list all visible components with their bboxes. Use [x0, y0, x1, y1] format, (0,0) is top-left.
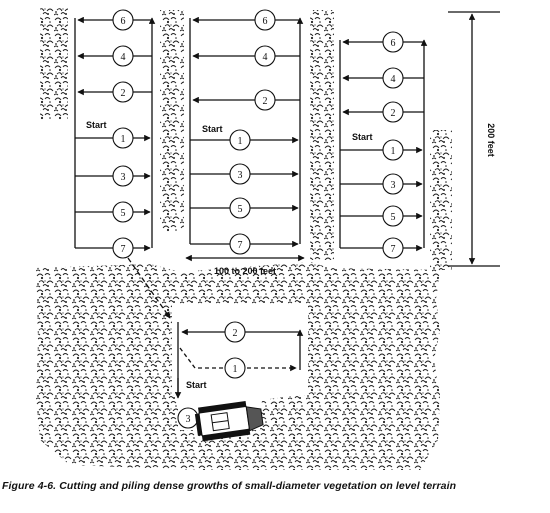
start-label-pocket: Start — [186, 380, 207, 390]
pile-pocket-3: 3 — [177, 407, 199, 429]
svg-text:4: 4 — [121, 52, 126, 63]
svg-text:1: 1 — [233, 364, 238, 375]
vegetation-left-strip — [40, 8, 68, 120]
svg-text:3: 3 — [186, 414, 191, 425]
start-label-strip-2: Start — [202, 124, 223, 134]
pile-pocket-2: 2 — [224, 321, 246, 343]
svg-text:2: 2 — [121, 88, 126, 99]
strip-3-paths — [339, 38, 428, 252]
pile-s2-7: 7 — [229, 233, 251, 255]
svg-text:3: 3 — [121, 172, 126, 183]
length-label: 200 feet — [486, 123, 496, 157]
pile-s1-2: 2 — [112, 81, 134, 103]
svg-text:7: 7 — [238, 240, 243, 251]
svg-text:4: 4 — [391, 74, 396, 85]
pile-s2-5: 5 — [229, 197, 251, 219]
length-dimension: 200 feet — [448, 11, 500, 267]
pile-s3-7: 7 — [382, 237, 404, 259]
vegetation-divider-1 — [160, 10, 184, 232]
pile-s3-5: 5 — [382, 205, 404, 227]
svg-text:5: 5 — [238, 204, 243, 215]
svg-text:5: 5 — [121, 208, 126, 219]
vegetation-right-edge — [430, 130, 452, 270]
svg-text:1: 1 — [391, 146, 396, 157]
width-label: 100 to 200 feet — [214, 266, 276, 276]
start-label-strip-1: Start — [86, 120, 107, 130]
svg-text:6: 6 — [391, 38, 396, 49]
crawler-tractor-icon — [194, 400, 264, 442]
svg-text:2: 2 — [233, 328, 238, 339]
pile-s1-1: 1 — [112, 127, 134, 149]
svg-text:4: 4 — [263, 52, 268, 63]
start-label-strip-3: Start — [352, 132, 373, 142]
svg-text:3: 3 — [391, 180, 396, 191]
pile-s3-2: 2 — [382, 101, 404, 123]
pile-s2-2: 2 — [254, 89, 276, 111]
pile-s3-1: 1 — [382, 139, 404, 161]
pile-pocket-1: 1 — [224, 357, 246, 379]
svg-text:1: 1 — [121, 134, 126, 145]
width-dimension: 100 to 200 feet — [185, 254, 305, 276]
pile-s2-1: 1 — [229, 129, 251, 151]
svg-text:2: 2 — [391, 108, 396, 119]
vegetation-clearing-diagram: 6 4 2 1 3 5 7 6 4 2 1 3 5 7 6 4 2 1 3 5 … — [36, 8, 500, 470]
pile-circles: 6 4 2 1 3 5 7 6 4 2 1 3 5 7 6 4 2 1 3 5 … — [112, 9, 404, 429]
svg-text:7: 7 — [121, 244, 126, 255]
vegetation-divider-2 — [310, 10, 334, 260]
svg-text:6: 6 — [121, 16, 126, 27]
svg-text:7: 7 — [391, 244, 396, 255]
pile-s2-4: 4 — [254, 45, 276, 67]
figure-caption: Figure 4-6. Cutting and piling dense gro… — [2, 480, 457, 492]
svg-text:5: 5 — [391, 212, 396, 223]
svg-text:2: 2 — [263, 96, 268, 107]
pile-s3-3: 3 — [382, 173, 404, 195]
pile-s1-5: 5 — [112, 201, 134, 223]
pile-s3-6: 6 — [382, 31, 404, 53]
pile-s1-6: 6 — [112, 9, 134, 31]
pile-s2-3: 3 — [229, 163, 251, 185]
pile-s1-3: 3 — [112, 165, 134, 187]
svg-text:6: 6 — [263, 16, 268, 27]
strip-2-paths — [189, 16, 304, 248]
svg-text:3: 3 — [238, 170, 243, 181]
svg-text:1: 1 — [238, 136, 243, 147]
travel-route — [127, 257, 171, 319]
pile-s2-6: 6 — [254, 9, 276, 31]
pile-s1-7: 7 — [112, 237, 134, 259]
cleared-pocket — [172, 305, 308, 395]
pile-s1-4: 4 — [112, 45, 134, 67]
pile-s3-4: 4 — [382, 67, 404, 89]
